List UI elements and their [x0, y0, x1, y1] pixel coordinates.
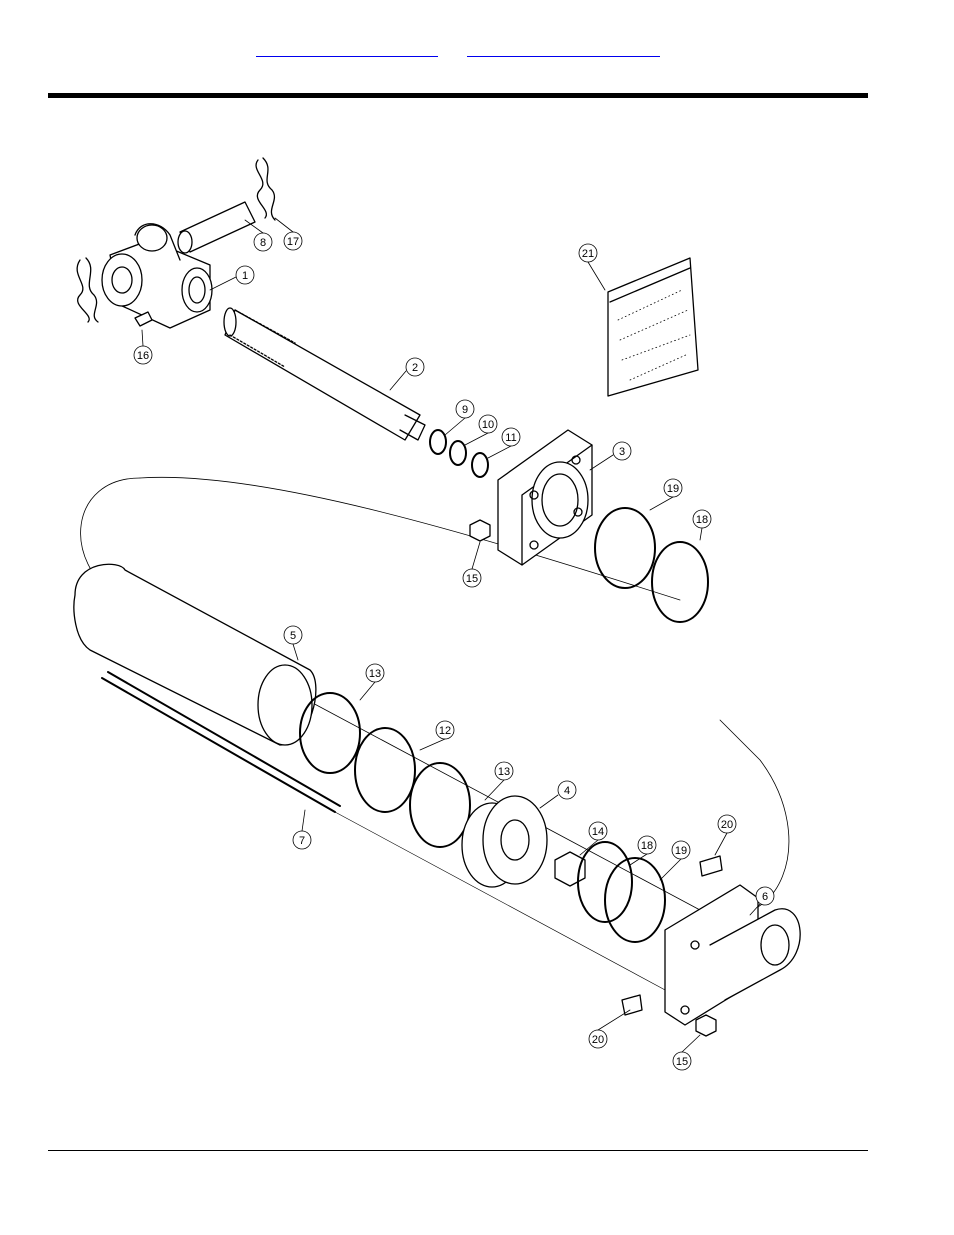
svg-text:6: 6 — [762, 891, 768, 903]
grease-fitting — [135, 312, 152, 326]
rod-seal — [450, 441, 466, 465]
svg-text:3: 3 — [619, 446, 625, 458]
piston-nut — [555, 852, 585, 886]
svg-text:9: 9 — [462, 404, 468, 416]
cap-screw-side — [622, 995, 642, 1015]
svg-text:7: 7 — [299, 835, 305, 847]
hairpin-clip-2 — [77, 258, 98, 322]
svg-text:20: 20 — [721, 819, 733, 831]
svg-text:21: 21 — [582, 248, 594, 260]
svg-text:4: 4 — [564, 785, 570, 797]
piston-seal — [355, 728, 415, 812]
svg-text:13: 13 — [498, 766, 510, 778]
o-ring-upper — [652, 542, 708, 622]
cap-screw-top — [700, 856, 722, 876]
hex-nut — [470, 520, 490, 541]
svg-text:2: 2 — [412, 362, 418, 374]
wear-ring-a — [300, 693, 360, 773]
svg-text:15: 15 — [466, 573, 478, 585]
wear-ring-b — [410, 763, 470, 847]
hex-nut-lower — [696, 1015, 716, 1036]
svg-text:5: 5 — [290, 630, 296, 642]
nav-link-next[interactable] — [467, 44, 660, 57]
svg-text:1: 1 — [242, 270, 248, 282]
svg-text:10: 10 — [482, 419, 494, 431]
exploded-parts-diagram: 1 2 3 4 5 6 7 8 9 10 11 12 13 13 14 15 1… — [60, 140, 820, 1080]
hairpin-clip — [256, 158, 275, 220]
backup-ring-lower — [605, 858, 665, 942]
nav-link-previous[interactable] — [256, 44, 438, 57]
svg-text:8: 8 — [260, 237, 266, 249]
svg-text:11: 11 — [505, 432, 516, 444]
svg-text:12: 12 — [439, 725, 451, 737]
clevis-pin — [178, 202, 255, 253]
svg-text:18: 18 — [641, 840, 653, 852]
svg-text:19: 19 — [667, 483, 679, 495]
svg-text:13: 13 — [369, 668, 381, 680]
piston-rod — [224, 308, 425, 440]
cylinder-head — [498, 430, 592, 565]
svg-text:17: 17 — [287, 236, 299, 248]
seal-kit-bag — [608, 258, 698, 396]
header-rule — [48, 93, 868, 98]
svg-text:15: 15 — [676, 1056, 688, 1068]
footer-rule — [48, 1150, 868, 1151]
svg-text:20: 20 — [592, 1034, 604, 1046]
svg-text:18: 18 — [696, 514, 708, 526]
o-ring-small — [472, 453, 488, 477]
svg-text:19: 19 — [675, 845, 687, 857]
cylinder-barrel — [74, 564, 316, 745]
svg-text:16: 16 — [137, 350, 149, 362]
piston — [462, 796, 547, 887]
wiper-seal — [430, 430, 446, 454]
svg-text:14: 14 — [592, 826, 604, 838]
backup-ring-upper — [595, 508, 655, 588]
cylinder-base-cap — [665, 885, 800, 1025]
